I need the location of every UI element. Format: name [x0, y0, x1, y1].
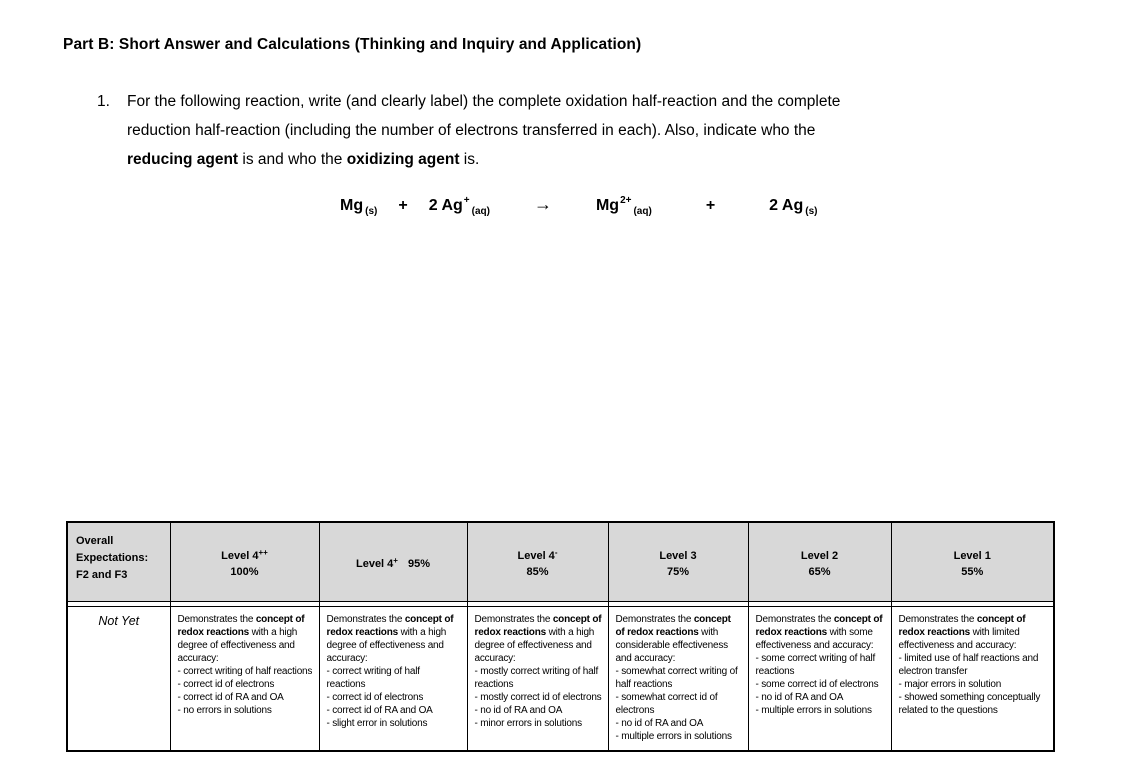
product-mg-ion: Mg2+(aq) [595, 195, 652, 217]
rubric-table: Overall Expectations: F2 and F3 Level 4+… [66, 521, 1055, 752]
reducing-agent-term: reducing agent [127, 151, 239, 168]
chemical-equation: Mg(s) + 2 Ag+(aq) → Mg2+(aq) + 2 Ag(s) [340, 194, 818, 217]
oxidizing-agent-term: oxidizing agent [346, 151, 460, 168]
question-line-3: reducing agent is and who the oxidizing … [127, 151, 480, 168]
question-text: For the following reaction, write (and c… [127, 87, 1037, 174]
rubric-header-level4p: Level 4+95% [318, 521, 468, 602]
rubric-spacer-row [66, 601, 1055, 607]
rubric-header-row: Overall Expectations: F2 and F3 Level 4+… [66, 521, 1055, 602]
rubric-header-level1: Level 1 55% [890, 521, 1055, 602]
rubric-cell-level4pp: Demonstrates the concept of redox reacti… [169, 606, 320, 752]
rubric-not-yet-cell: Not Yet [66, 606, 171, 752]
page-title: Part B: Short Answer and Calculations (T… [63, 36, 642, 53]
rubric-body-row: Not Yet Demonstrates the concept of redo… [66, 606, 1055, 752]
question-line-2: reduction half-reaction (including the n… [127, 122, 816, 139]
rubric-cell-level4m: Demonstrates the concept of redox reacti… [466, 606, 609, 752]
product-silver: 2 Ag(s) [769, 197, 818, 217]
question-line-1: For the following reaction, write (and c… [127, 93, 841, 110]
reactant-silver-ion: 2 Ag+(aq) [428, 195, 490, 217]
rubric-header-level4pp: Level 4++ 100% [169, 521, 320, 602]
rubric-cell-level2: Demonstrates the concept of redox reacti… [747, 606, 892, 752]
plus-sign: + [705, 197, 716, 214]
question-1: 1. For the following reaction, write (an… [97, 87, 1037, 174]
question-number: 1. [97, 93, 110, 110]
reaction-arrow-icon: → [533, 194, 552, 214]
reactant-mg: Mg(s) [340, 197, 378, 217]
rubric-cell-level1: Demonstrates the concept of redox reacti… [890, 606, 1055, 752]
plus-sign: + [398, 197, 408, 214]
rubric-header-level4m: Level 4- 85% [466, 521, 609, 602]
rubric-header-level2: Level 2 65% [747, 521, 892, 602]
rubric-header-level3: Level 3 75% [607, 521, 749, 602]
rubric-cell-level3: Demonstrates the concept of redox reacti… [607, 606, 749, 752]
rubric-corner-cell: Overall Expectations: F2 and F3 [66, 521, 171, 602]
rubric-cell-level4p: Demonstrates the concept of redox reacti… [318, 606, 468, 752]
